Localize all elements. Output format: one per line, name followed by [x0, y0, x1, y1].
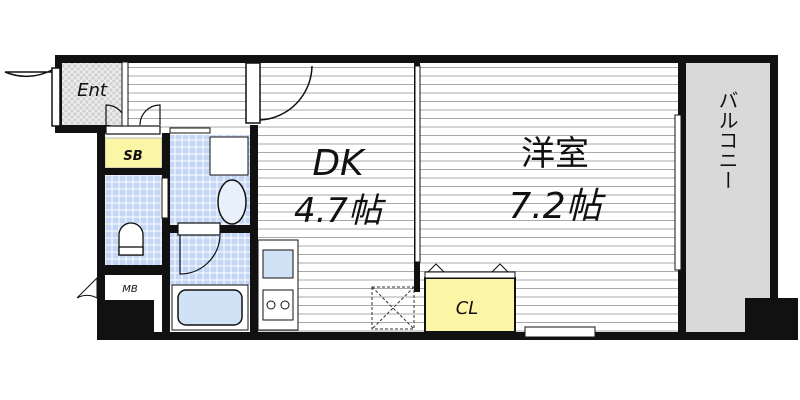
- shoe-box-label: SB: [123, 149, 142, 164]
- refrigerator-space: [371, 286, 415, 330]
- sink-icon: [262, 249, 294, 279]
- dk-size: 4.7帖: [294, 191, 387, 231]
- entrance-floor: [62, 62, 122, 128]
- corridor-door[interactable]: [245, 62, 313, 124]
- entrance-door[interactable]: [4, 67, 61, 127]
- balcony-label: バルコニー: [715, 90, 739, 190]
- entrance-label: Ent: [77, 80, 108, 101]
- sliding-partition[interactable]: [414, 65, 421, 263]
- stove-icon: [262, 289, 294, 321]
- western-room-size: 7.2帖: [508, 186, 606, 227]
- dk-label: DK: [312, 143, 366, 184]
- bath-area: [171, 284, 249, 331]
- corridor-floor: [125, 62, 255, 128]
- toilet-icon: [118, 222, 144, 256]
- balcony-window[interactable]: [674, 114, 682, 271]
- meter-box: [105, 275, 155, 300]
- closet-doors[interactable]: [424, 263, 516, 279]
- vent: [169, 127, 211, 134]
- wash-basin: [217, 179, 247, 225]
- window: [121, 61, 129, 127]
- bathroom-door[interactable]: [177, 222, 221, 275]
- bathtub: [177, 289, 243, 326]
- burner-icon: [266, 300, 276, 310]
- toilet-door[interactable]: [161, 177, 169, 219]
- window: [524, 326, 596, 338]
- meter-box-door[interactable]: [76, 276, 98, 299]
- balcony-floor: [686, 62, 770, 332]
- meter-box-label: MB: [122, 284, 138, 295]
- washing-machine-space: [209, 136, 249, 176]
- closet-label: CL: [456, 298, 479, 319]
- western-room-label: 洋室: [521, 134, 589, 174]
- burner-icon: [280, 300, 290, 310]
